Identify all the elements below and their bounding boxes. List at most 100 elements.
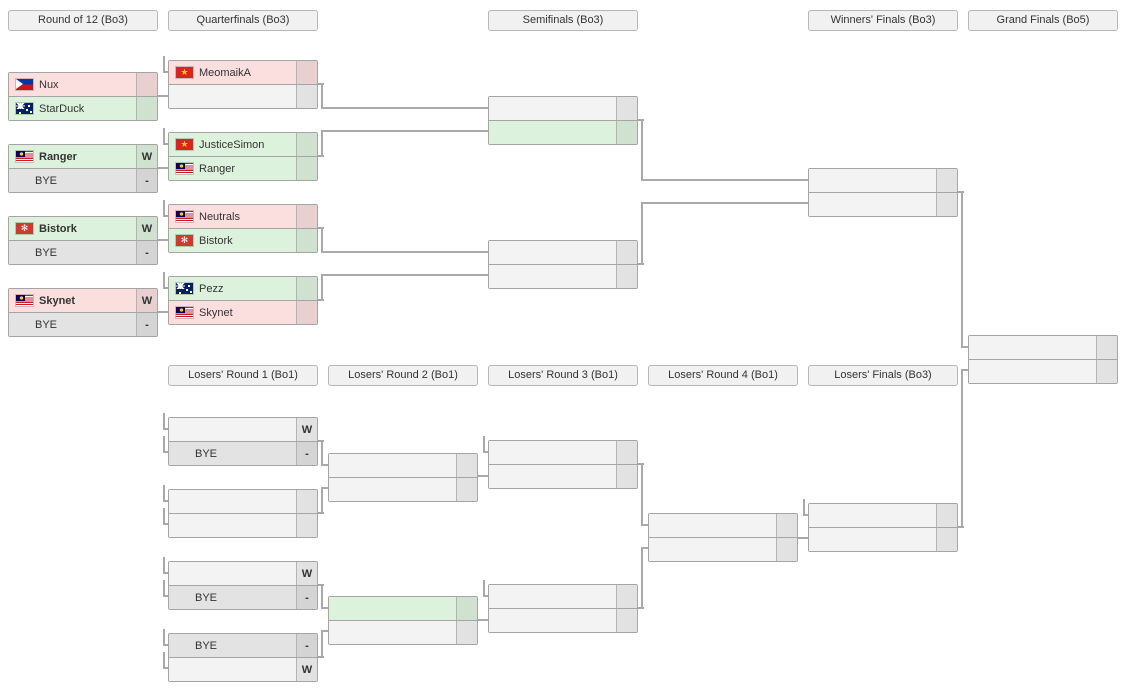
bracket-connector (961, 369, 968, 371)
score-cell: W (136, 145, 157, 168)
bracket-connector (163, 200, 165, 217)
player-name: StarDuck (39, 102, 85, 115)
player-slot[interactable]: Pezz (169, 277, 317, 300)
player-slot[interactable]: BYE- (9, 168, 157, 192)
score-cell: - (136, 169, 157, 192)
bracket-connector (641, 463, 643, 526)
match-losers-r3-2 (488, 584, 638, 633)
bracket-connector (961, 346, 968, 348)
bracket-connector (163, 629, 165, 646)
player-slot[interactable]: Ranger (169, 156, 317, 180)
score-cell (936, 169, 957, 192)
player-slot[interactable] (489, 464, 637, 488)
score-cell (456, 478, 477, 501)
bracket-connector (803, 499, 805, 516)
bracket-connector (641, 547, 643, 609)
bracket-connector (321, 227, 323, 253)
player-slot[interactable] (169, 84, 317, 108)
score-cell (296, 277, 317, 300)
score-cell: W (296, 418, 317, 441)
bracket-connector (163, 572, 168, 574)
player-slot[interactable]: BYE- (9, 240, 157, 264)
score-cell (616, 265, 637, 288)
score-cell (616, 441, 637, 464)
player-slot[interactable]: Skynet (169, 300, 317, 324)
player-slot[interactable] (489, 97, 637, 120)
score-cell (456, 454, 477, 477)
bracket-connector (321, 607, 328, 609)
player-slot[interactable]: JusticeSimon (169, 133, 317, 156)
score-cell (296, 514, 317, 537)
country-flag-icon (176, 139, 193, 150)
match-losers-r4-1 (648, 513, 798, 562)
player-slot[interactable]: StarDuck (9, 96, 157, 120)
player-slot[interactable]: Neutrals (169, 205, 317, 228)
player-slot[interactable]: BYE- (169, 441, 317, 465)
player-slot[interactable] (489, 441, 637, 464)
bracket-connector (321, 440, 323, 466)
player-slot[interactable] (489, 264, 637, 288)
player-slot[interactable]: BYE- (9, 312, 157, 336)
player-slot[interactable] (169, 490, 317, 513)
player-slot[interactable]: Bistork (169, 228, 317, 252)
bracket-connector (163, 557, 165, 574)
bracket-connector (483, 451, 488, 453)
bracket-connector (483, 580, 485, 597)
player-slot[interactable] (489, 608, 637, 632)
bracket-connector (803, 514, 808, 516)
match-losers-r1-2 (168, 489, 318, 538)
bracket-connector (163, 644, 168, 646)
bracket-connector (163, 595, 168, 597)
score-cell (616, 121, 637, 144)
player-slot[interactable] (809, 169, 957, 192)
player-slot[interactable] (489, 585, 637, 608)
player-slot[interactable] (329, 620, 477, 644)
score-cell (136, 73, 157, 96)
country-flag-icon (16, 295, 33, 306)
player-slot[interactable]: Nux (9, 73, 157, 96)
bracket-connector (483, 595, 488, 597)
player-slot[interactable] (489, 241, 637, 264)
player-slot[interactable]: BYE- (169, 634, 317, 657)
player-slot[interactable] (969, 359, 1117, 383)
player-name: Bistork (39, 222, 77, 235)
match-losers-finals (808, 503, 958, 552)
player-slot[interactable]: BYE- (169, 585, 317, 609)
score-cell (616, 609, 637, 632)
score-cell (456, 597, 477, 620)
player-slot[interactable] (809, 192, 957, 216)
player-slot[interactable]: W (169, 418, 317, 441)
player-name: BYE (35, 318, 58, 331)
player-slot[interactable] (809, 527, 957, 551)
player-slot[interactable]: MeomaikA (169, 61, 317, 84)
player-slot[interactable] (489, 120, 637, 144)
bracket-connector (321, 487, 323, 514)
player-slot[interactable] (329, 477, 477, 501)
player-slot[interactable] (329, 454, 477, 477)
score-cell (1096, 360, 1117, 383)
round-header-winners-finals: Winners' Finals (Bo3) (808, 10, 958, 31)
player-slot[interactable] (649, 514, 797, 537)
bracket-connector (321, 251, 488, 253)
score-cell (616, 241, 637, 264)
player-name: BYE (35, 246, 58, 259)
score-cell (296, 490, 317, 513)
player-slot[interactable]: W (169, 657, 317, 681)
bracket-connector (321, 464, 328, 466)
bracket-connector (641, 202, 808, 204)
player-slot[interactable] (169, 513, 317, 537)
player-slot[interactable] (809, 504, 957, 527)
player-slot[interactable] (649, 537, 797, 561)
player-slot[interactable] (329, 597, 477, 620)
player-slot[interactable] (969, 336, 1117, 359)
player-name: BYE (195, 591, 218, 604)
round-header-round-of-12: Round of 12 (Bo3) (8, 10, 158, 31)
player-slot[interactable]: W (169, 562, 317, 585)
match-losers-r1-4: BYE-W (168, 633, 318, 682)
bracket-connector (163, 428, 168, 430)
